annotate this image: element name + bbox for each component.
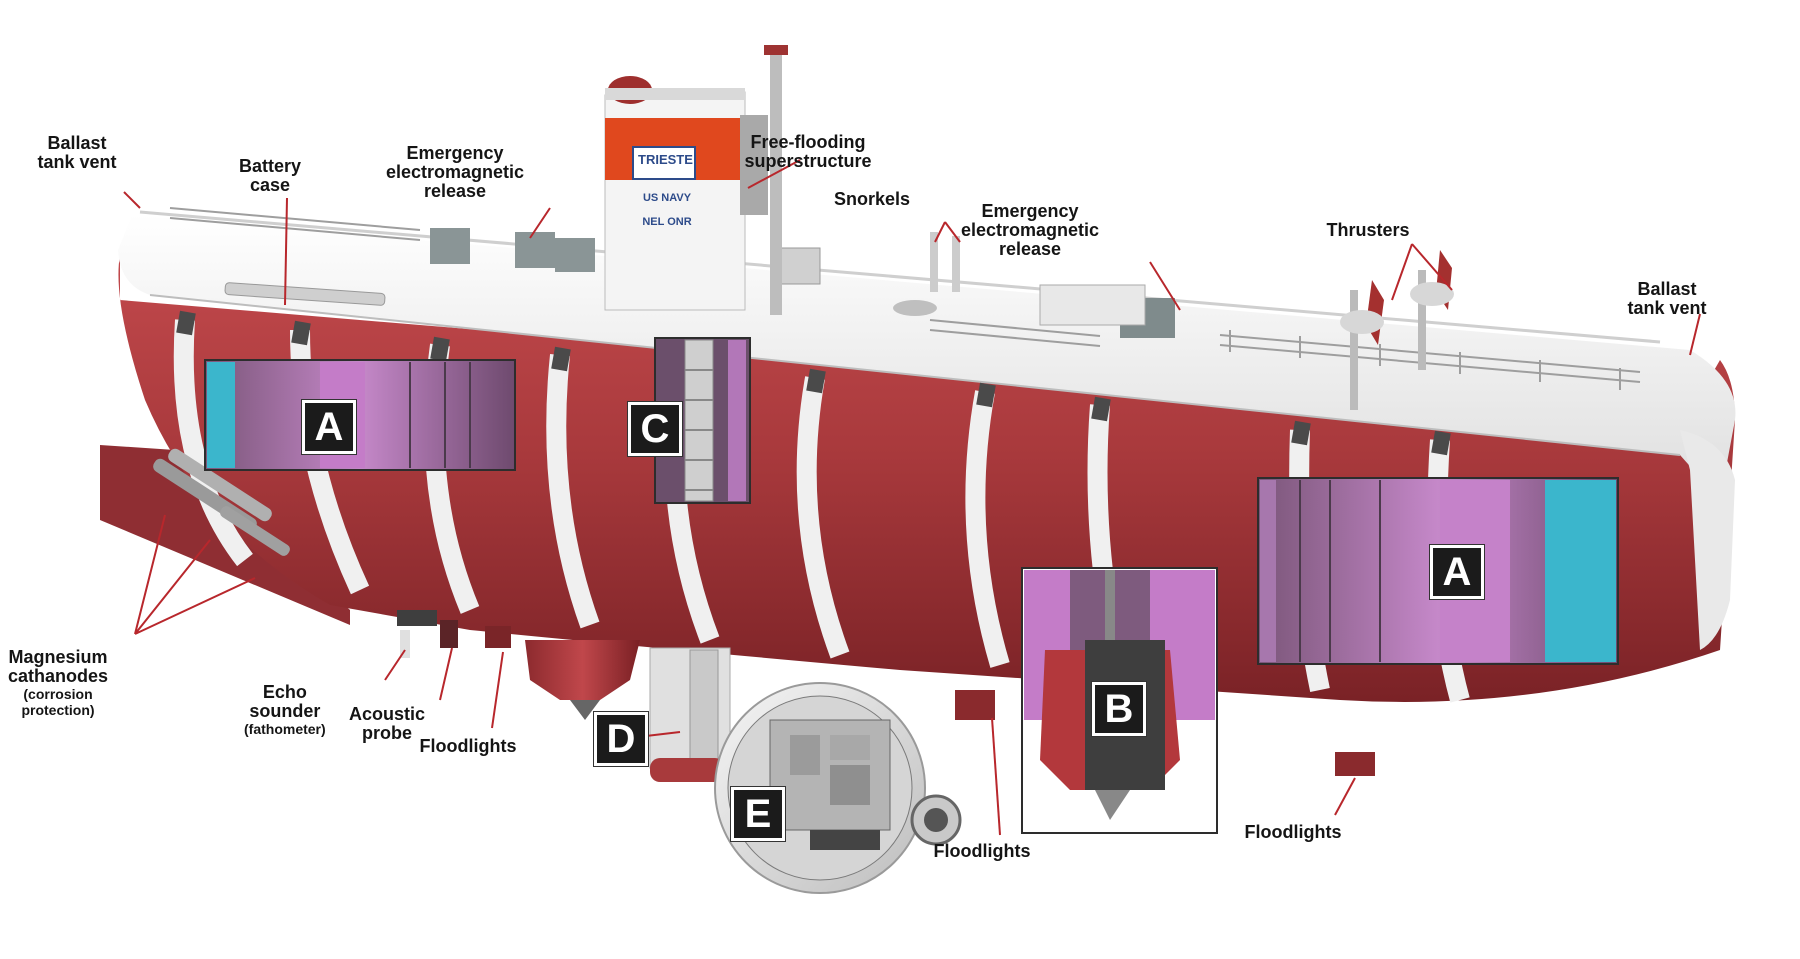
tag-c: C bbox=[628, 402, 682, 456]
magnesium-cathanodes bbox=[153, 448, 290, 556]
access-tube bbox=[649, 647, 731, 782]
deck-machinery bbox=[430, 228, 1175, 338]
label-floodlights-2: Floodlights bbox=[933, 841, 1031, 861]
tower-line-1: US NAVY bbox=[642, 192, 692, 204]
cutaway-a-left bbox=[204, 359, 516, 471]
label-snorkels: Snorkels bbox=[834, 189, 911, 209]
deck-railings bbox=[169, 207, 1641, 390]
tag-a-right: A bbox=[1430, 545, 1484, 599]
label-floodlights-1: Floodlights bbox=[419, 736, 517, 756]
underside-equipment bbox=[397, 610, 511, 658]
leader-lines bbox=[123, 159, 1701, 836]
band-clamps bbox=[176, 310, 1451, 456]
label-floodlights-3: Floodlights bbox=[1244, 822, 1342, 842]
tower-line-2: NEL ONR bbox=[642, 216, 692, 228]
battery-case bbox=[224, 282, 386, 306]
tower-name: TRIESTE bbox=[638, 152, 693, 167]
tag-a-left: A bbox=[302, 400, 356, 454]
label-thrusters: Thrusters bbox=[1326, 220, 1410, 240]
tag-d: D bbox=[594, 712, 648, 766]
conning-tower bbox=[604, 45, 788, 315]
ballast-hoppers bbox=[525, 640, 1375, 776]
tag-e: E bbox=[731, 787, 785, 841]
tag-b: B bbox=[1092, 682, 1146, 736]
